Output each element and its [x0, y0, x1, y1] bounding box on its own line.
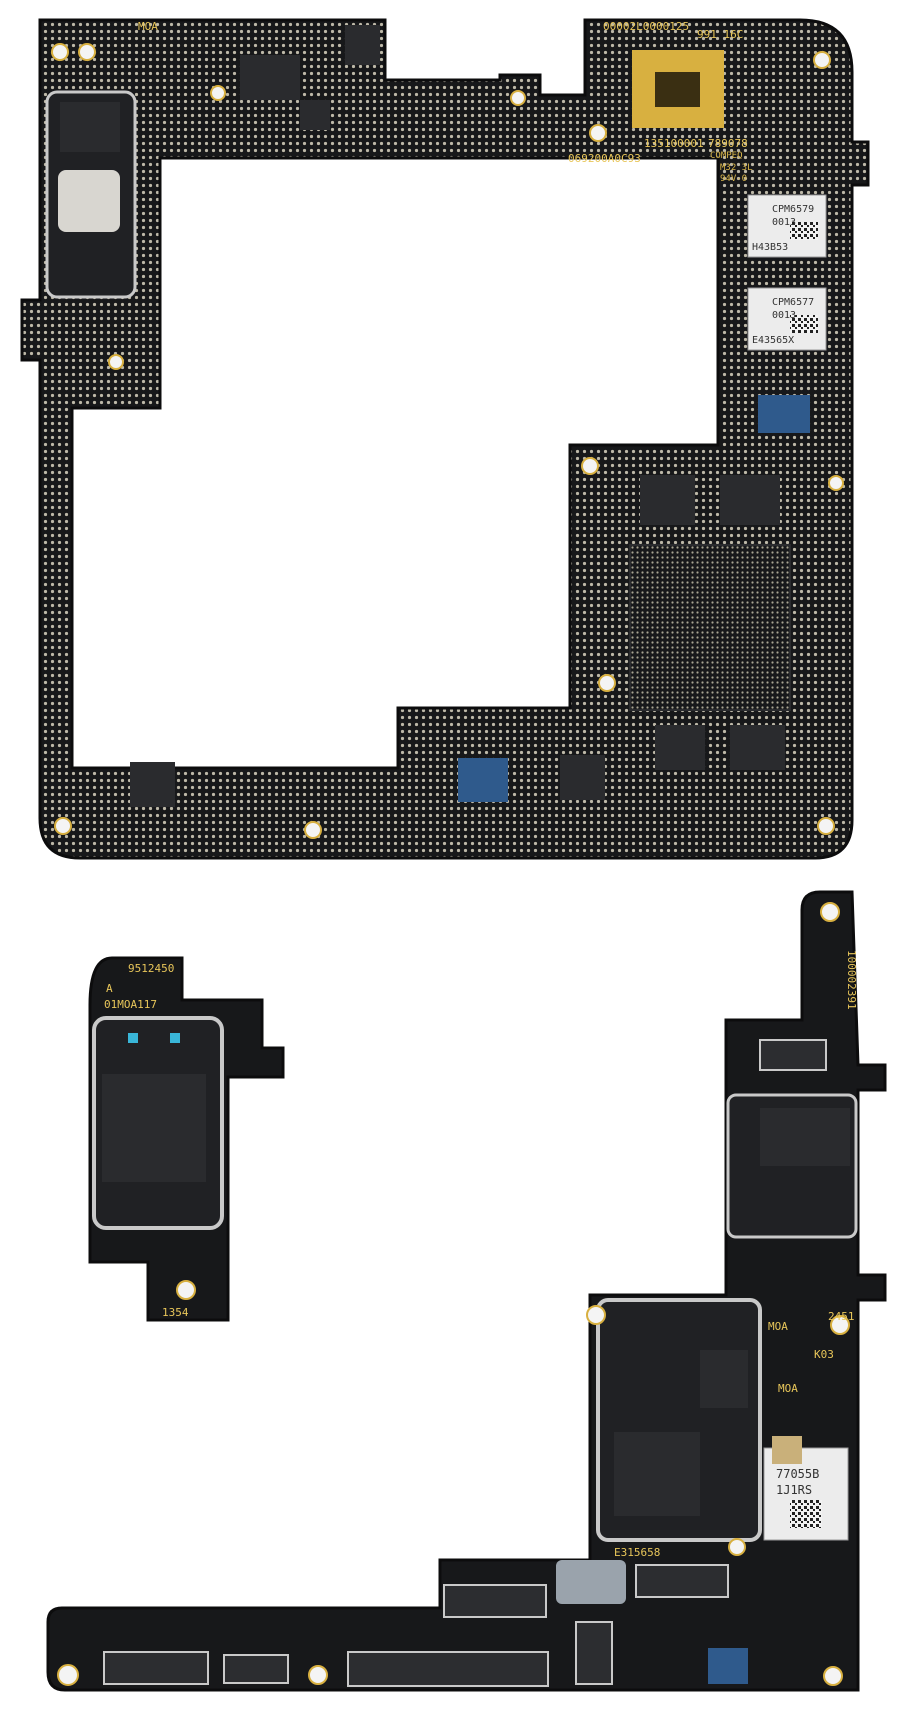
silk-moa: MOA [138, 20, 158, 33]
silk-compeq: COMPEQ [710, 151, 743, 161]
silk-01moa: 01MOA117 [104, 998, 157, 1011]
cpm1-line3: H43B53 [752, 242, 788, 253]
blue-chip-right [758, 395, 810, 433]
connector-2 [443, 1584, 547, 1618]
silk-a: A [106, 982, 113, 995]
l-label-qr [790, 1500, 822, 1528]
small-board: 9512450 A 01MOA117 1354 [88, 956, 285, 1322]
connector-6 [347, 1651, 549, 1687]
silk-789: 789078 [708, 137, 748, 150]
gold-pad-center [655, 72, 700, 107]
l-shield-main-ic2 [700, 1350, 748, 1408]
silk-k03: K03 [814, 1348, 834, 1361]
silk-135: 135100001 [644, 137, 704, 150]
cpm2-line2: 0013 [772, 310, 796, 321]
cpm2-line1: CPM6577 [772, 297, 814, 308]
silk-9512: 9512450 [128, 962, 174, 975]
cpm-chip-2-qr [790, 315, 818, 333]
mounting-holes-top [51, 43, 844, 839]
l-shield-main-ic [614, 1432, 700, 1516]
connector-4 [103, 1651, 209, 1685]
l-gold-chip [772, 1436, 802, 1464]
silk-m32: M32 3L [720, 163, 753, 173]
connector-3 [635, 1564, 729, 1598]
l-board: 100002391 2451 MOA K03 MOA E315658 77055… [46, 890, 887, 1692]
l-blue-chip [708, 1648, 748, 1684]
blue-chip-bottom [458, 758, 508, 802]
silk-1000: 100002391 [845, 950, 858, 1010]
small-ic [102, 1074, 206, 1182]
left-chip [58, 170, 120, 232]
silk-991: 991 16C [697, 28, 743, 41]
silk-moa-1: MOA [768, 1320, 788, 1333]
ic-grid [130, 475, 785, 807]
connector-5 [223, 1654, 289, 1684]
mounting-holes-l [57, 902, 850, 1686]
small-cap-2 [170, 1033, 180, 1043]
cpm-chip-1-qr [790, 222, 818, 240]
top-ic-1 [240, 55, 300, 100]
silk-serial: 00002L0000125 [603, 20, 689, 33]
connector-1 [759, 1039, 827, 1071]
silk-1354: 1354 [162, 1306, 189, 1319]
silk-moa-2: MOA [778, 1382, 798, 1395]
main-board-top: MOA 00002L0000125 991 16C 135100001 7890… [20, 18, 870, 860]
l-metal-bracket [556, 1560, 626, 1604]
silk-2451: 2451 [828, 1310, 855, 1323]
label-chip-line1: 77055B [776, 1467, 819, 1481]
l-shield-top-ic [760, 1108, 850, 1166]
silk-94v: 94V-0 [720, 174, 747, 184]
top-ic-3 [345, 25, 380, 65]
cpm2-line3: E43565X [752, 335, 794, 346]
left-chip-2 [60, 102, 120, 152]
top-ic-2 [300, 100, 330, 130]
connector-7 [575, 1621, 613, 1685]
cpm1-line2: 0013 [772, 217, 796, 228]
small-hole [176, 1280, 196, 1300]
label-chip-line2: 1J1RS [776, 1483, 812, 1497]
cpm1-line1: CPM6579 [772, 204, 814, 215]
silk-e315: E315658 [614, 1546, 660, 1559]
small-cap-1 [128, 1033, 138, 1043]
dense-ic-area [629, 544, 791, 711]
silk-069: 069200A0C93 [568, 152, 641, 165]
